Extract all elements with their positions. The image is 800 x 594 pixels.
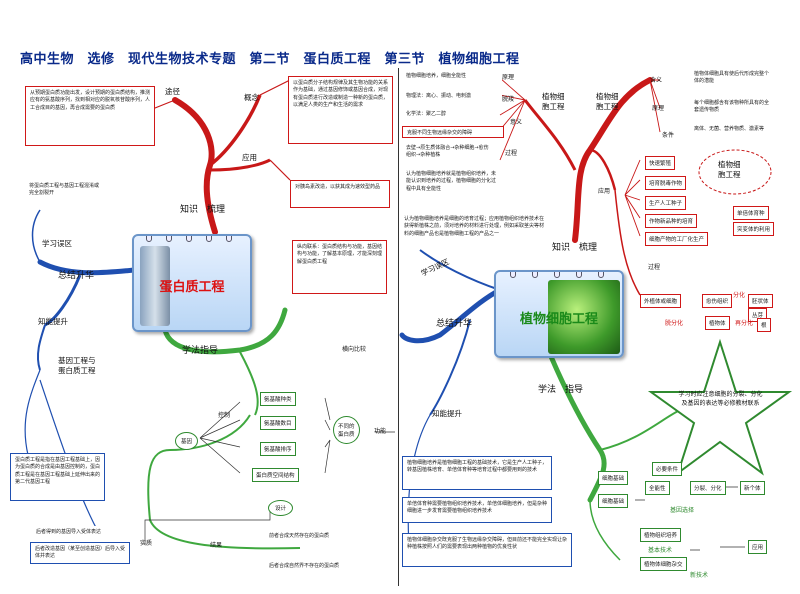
shizhi-2: 后者改造基因（某至创造基因）后导入受体并表达 — [30, 542, 130, 564]
hanyi-box: 植物体细胞具有使后代形成完整个体的潜能 — [690, 68, 775, 90]
plant-cell-engineering-card: 植物细胞工程 — [494, 270, 624, 358]
chain-1: 氨基酸数目 — [260, 416, 296, 430]
tree-5: 基因选择 — [670, 507, 695, 514]
tree-2: 全能性 — [645, 481, 670, 495]
tree-8: 植物体细胞杂交 — [640, 557, 687, 571]
left-ti-box: 蛋白质工程是指在基因工程基础上，因为蛋白质的合成是由基因控制的，蛋白质工程是在基… — [10, 453, 105, 501]
process-7: 脱分化 — [665, 320, 684, 327]
label-jiyin-dan: 基因工程与 蛋白质工程 — [58, 356, 96, 375]
protein-engineering-card: 蛋白质工程 — [132, 234, 252, 332]
label-jieguo: 结果 — [210, 542, 223, 549]
process-8: 根 — [757, 318, 771, 332]
right-branch-knowledge: 知识 梳理 — [552, 243, 598, 253]
top-line-3: 克服不同生物远缘杂交的障碍 — [402, 126, 504, 138]
page-title: 高中生物 选修 现代生物技术专题 第二节 蛋白质工程 第三节 植物细胞工程 — [20, 52, 520, 67]
tree-6: 植物组织培养 — [640, 528, 682, 542]
top-line-4: 去壁→原生质体融合→杂种细胞→愈伤组织→杂种植株 — [402, 142, 494, 164]
jieguo-2: 后者合成自然界不存在的蛋白质 — [265, 560, 385, 572]
tree-11: 必要条件 — [652, 462, 683, 476]
left-center-title: 蛋白质工程 — [159, 280, 225, 295]
left-branch-knowledge: 知识 梳理 — [180, 205, 226, 215]
label-ellipse-zwxb: 植物细 胞工程 — [718, 160, 741, 179]
tree-7: 基本技术 — [648, 547, 673, 554]
label-zhiwu-xibao-2: 植物细 胞工程 — [596, 92, 619, 111]
tiaojian-box: 离体、无菌、营养物质、激素等 — [690, 123, 775, 145]
label-yiyi: 意义 — [510, 119, 523, 126]
right-wuqu-short: 认为植物细胞培养就是植物组织培养，未能认识到培养的过程，植物细胞的分化过程中具有… — [402, 168, 500, 200]
yuanli-box: 每个细胞都含有该物种所具有的全套遗传物质 — [690, 97, 775, 119]
app-4: 细胞产物的工厂化生产 — [645, 232, 709, 246]
left-wuqu-text: 将蛋白质工程与基因工程混淆或完全割裂开 — [25, 180, 105, 204]
tree-9: 新技术 — [690, 572, 709, 579]
label-zhineng: 知能提升 — [38, 317, 68, 326]
top-line-0: 植物细胞培养，细胞全能性 — [402, 70, 502, 81]
label-tuoli: 脱羧 — [502, 96, 515, 103]
protein-photo — [140, 246, 170, 326]
label-hanyi: 含义 — [650, 77, 663, 84]
tujing-box: 从预期蛋白质功能出发，设计预期的蛋白质结构，推测应有的氨基酸序列，找到相对应的脱… — [25, 86, 155, 146]
label-yingyong: 应用 — [242, 153, 257, 162]
label-butong: 不同的 蛋白质 — [333, 416, 360, 444]
process-5: 分化 — [733, 292, 746, 299]
app-side-0: 单倍体育种 — [733, 206, 769, 220]
hengxiang-box: 纵向联系：蛋白质结构与功能，基因结构与功能，了解基本原理，才能深刻理解蛋白质工程 — [292, 240, 387, 294]
left-branch-summary: 总结升华 — [58, 271, 95, 281]
label-yuanli-l: 原理 — [502, 74, 515, 81]
tree-10: 应用 — [748, 540, 768, 554]
label-shizhi: 实质 — [140, 540, 153, 547]
jieguo-1: 前者合成天然存在的蛋白质 — [265, 530, 385, 542]
app-3: 作物新品种的培育 — [645, 214, 698, 228]
yingyong-box: 对胰岛素改造，以获其成为速效型药品 — [290, 180, 390, 208]
star-text: 学习时应注意细胞的分裂、分化及基因的表达等必修教材联系 — [678, 391, 763, 407]
label-xuexi-wuqu: 学习误区 — [42, 239, 72, 248]
label-guocheng: 过程 — [648, 264, 661, 271]
top-line-1: 物理法：离心、振动、电刺激 — [402, 90, 502, 101]
label-guocheng-l: 过程 — [505, 150, 518, 157]
chain-3: 蛋白质空间结构 — [252, 468, 299, 482]
right-branch-method: 学法 指导 — [538, 385, 584, 395]
process-1: 愈伤组织 — [702, 294, 733, 308]
tree-3: 分裂、分化 — [690, 481, 726, 495]
process-6: 再分化 — [735, 320, 754, 327]
gainian-box: 以蛋白质分子结构规律及其生物功能的关系作为基础，通过基因修饰或基因合成，对现有蛋… — [288, 76, 393, 144]
label-sheji: 设计 — [268, 500, 294, 516]
label-gainian: 概念 — [244, 93, 259, 102]
label-yuanli: 原理 — [652, 105, 665, 112]
label-jiyin: 基因 — [175, 432, 199, 450]
label-yingyong-r: 应用 — [598, 188, 611, 195]
right-ti-box: 植物细胞培养是植物细胞工程的基础技术，它是生产人工种子，转基因植株培育、单倍体育… — [402, 456, 552, 490]
left-branch-method: 学法指导 — [182, 346, 219, 356]
top-line-2: 化学法：聚乙二醇 — [402, 108, 482, 119]
plant-photo — [548, 280, 620, 354]
label-zhiwu-xibao: 植物细 胞工程 — [542, 92, 565, 111]
chain-2: 氨基酸排序 — [260, 442, 296, 456]
tree-0: 细胞基础 — [598, 471, 629, 485]
right-wuqu-text: 认为植物细胞培养是细胞的培育过程；应用植物组织培养技术在获得新植株之前，须对培养… — [400, 213, 550, 249]
label-tiaojian: 条件 — [662, 132, 675, 139]
label-zhineng-r: 知能提升 — [432, 409, 462, 418]
app-2: 生产人工种子 — [645, 196, 687, 210]
label-kongzhi: 控制 — [218, 412, 231, 419]
page-divider — [398, 68, 399, 586]
right-branch-summary: 总结升华 — [436, 319, 473, 329]
app-1: 培育脱毒作物 — [645, 176, 687, 190]
right-center-title: 植物细胞工程 — [519, 312, 598, 327]
process-0: 外植体或细胞 — [640, 294, 682, 308]
process-2: 胚状体 — [748, 294, 773, 308]
right-ti-box-3: 植物体细胞杂交既克服了生物远缘杂交障碍，但目前还不能完全实现让杂种植株按照人们的… — [402, 533, 572, 567]
app-0: 快速繁殖 — [645, 156, 676, 170]
app-side-1: 突变体的利用 — [733, 222, 775, 236]
chain-0: 氨基酸种类 — [260, 392, 296, 406]
label-hengxiang: 横向比较 — [338, 343, 378, 358]
shizhi-1: 后者得到的基因导入受体表达 — [32, 526, 142, 538]
right-ti-box-2: 单倍体育种需要植物组织培养技术，单倍体细胞培养，但是杂种细胞进一步发育需要植物组… — [402, 497, 552, 523]
tree-4: 新个体 — [740, 481, 765, 495]
label-gongneng: 功能 — [374, 428, 387, 435]
process-3: 植物体 — [705, 316, 730, 330]
tree-1: 细胞基础 — [598, 494, 629, 508]
label-tujing: 途径 — [165, 87, 180, 96]
